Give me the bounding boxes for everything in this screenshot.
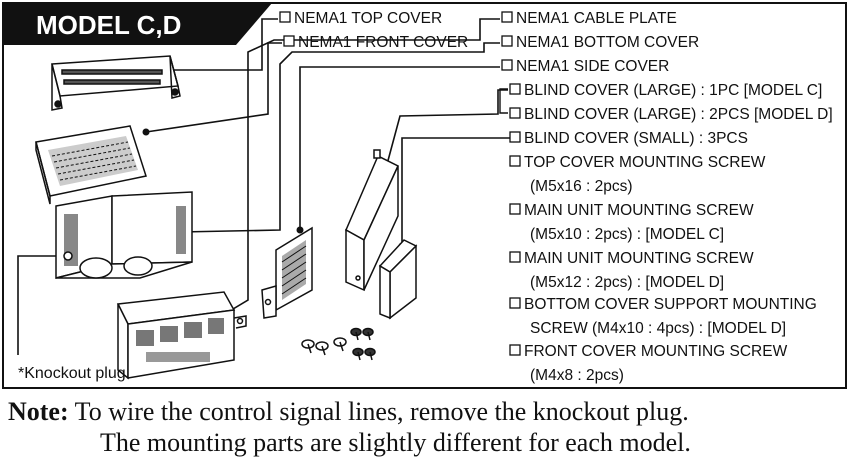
label-top-screw: TOP COVER MOUNTING SCREW	[524, 154, 766, 171]
label-bottom-support-screw-spec: SCREW (M4x10 : 4pcs) : [MODEL D]	[530, 320, 786, 337]
label-front-cover: NEMA1 FRONT COVER	[298, 34, 468, 51]
leader-front-cover	[145, 42, 282, 133]
checkbox-front-cover	[283, 35, 295, 47]
label-main-screw-d-spec: (M5x12 : 2pcs) : [MODEL D]	[530, 274, 724, 291]
label-bottom-cover: NEMA1 BOTTOM COVER	[516, 34, 699, 51]
checkbox-bottom-support-screw	[509, 297, 521, 309]
label-cable-plate: NEMA1 CABLE PLATE	[516, 10, 677, 27]
label-front-screw: FRONT COVER MOUNTING SCREW	[524, 343, 788, 360]
diagram-border	[2, 2, 847, 389]
note-line-2: The mounting parts are slightly differen…	[8, 428, 691, 458]
checkbox-blind-large-d	[509, 107, 521, 119]
leader-top-cover	[170, 18, 278, 71]
label-top-screw-spec: (M5x16 : 2pcs)	[530, 178, 633, 195]
leader-blind-large	[385, 89, 508, 169]
label-blind-small: BLIND COVER (SMALL) : 3PCS	[524, 130, 748, 147]
checkbox-column	[279, 11, 521, 356]
label-blind-large-c: BLIND COVER (LARGE) : 1PC [MODEL C]	[524, 82, 822, 99]
checkbox-blind-large-c	[509, 83, 521, 95]
leader-lines	[17, 18, 510, 355]
note-text-1: To wire the control signal lines, remove…	[74, 397, 689, 426]
side-cover-drawing	[261, 226, 313, 319]
checkbox-side-cover	[501, 59, 513, 71]
checkbox-top-screw	[509, 155, 521, 167]
checkbox-bottom-cover	[501, 35, 513, 47]
cable-plate-drawing	[116, 291, 247, 380]
checkbox-cable-plate	[501, 11, 513, 23]
label-bottom-support-screw: BOTTOM COVER SUPPORT MOUNTING	[524, 296, 817, 313]
part-drawings	[35, 55, 418, 380]
screws-drawing	[301, 327, 376, 361]
leader-side-cover	[299, 66, 500, 230]
checkbox-main-screw-c	[509, 203, 521, 215]
label-main-screw-c-spec: (M5x10 : 2pcs) : [MODEL C]	[530, 226, 724, 243]
leader-cable-plate	[217, 18, 500, 319]
model-header-tab	[3, 3, 272, 45]
note-line-1: Note: To wire the control signal lines, …	[8, 397, 689, 427]
leader-knockout	[17, 255, 66, 355]
label-top-cover: NEMA1 TOP COVER	[294, 10, 442, 27]
front-cover-drawing	[35, 125, 147, 205]
blind-cover-small-drawing	[378, 239, 418, 320]
knockout-plug-label: *Knockout plug	[18, 365, 126, 382]
checkbox-front-screw	[509, 344, 521, 356]
label-main-screw-c: MAIN UNIT MOUNTING SCREW	[524, 202, 754, 219]
leader-blind-small	[401, 137, 510, 246]
checkbox-main-screw-d	[509, 251, 521, 263]
checkbox-top-cover	[279, 11, 291, 23]
blind-cover-bracket	[499, 88, 508, 114]
model-title: MODEL C,D	[36, 10, 181, 40]
bottom-cover-drawing	[55, 191, 193, 279]
blind-cover-large-drawing	[345, 149, 399, 292]
label-front-screw-spec: (M4x8 : 2pcs)	[530, 367, 624, 384]
note-label: Note:	[8, 397, 69, 426]
label-blind-large-d: BLIND COVER (LARGE) : 2PCS [MODEL D]	[524, 106, 833, 123]
part-labels: NEMA1 TOP COVER NEMA1 FRONT COVER NEMA1 …	[294, 10, 833, 384]
checkbox-blind-small	[509, 131, 521, 143]
top-cover-drawing	[51, 55, 181, 111]
leader-bottom-cover	[179, 42, 500, 233]
label-main-screw-d: MAIN UNIT MOUNTING SCREW	[524, 250, 754, 267]
label-side-cover: NEMA1 SIDE COVER	[516, 58, 669, 75]
note-text-2: The mounting parts are slightly differen…	[100, 428, 691, 457]
